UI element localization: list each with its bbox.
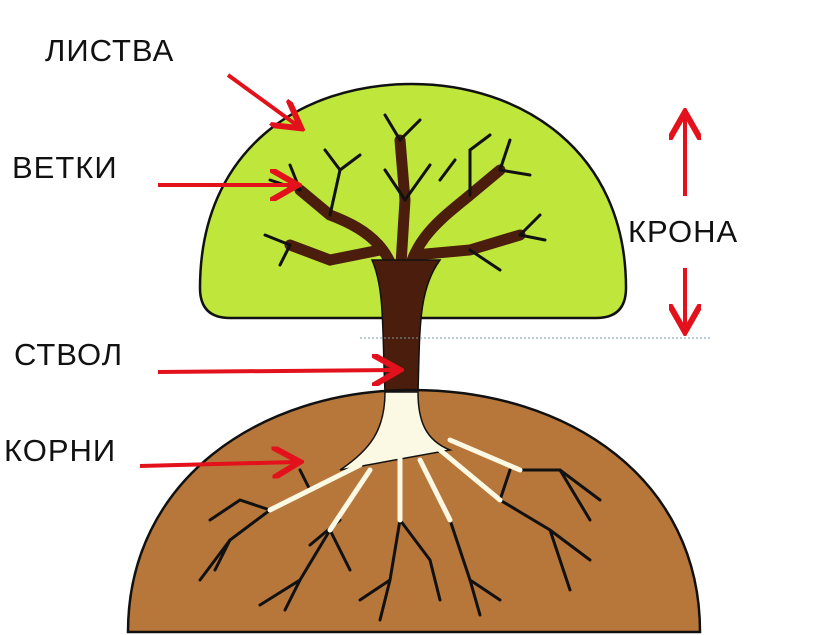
foliage-crown	[198, 82, 628, 320]
label-crown: КРОНА	[628, 214, 739, 249]
label-roots: КОРНИ	[4, 433, 117, 468]
roots-arrow	[139, 462, 296, 466]
label-trunk: СТВОЛ	[14, 337, 124, 372]
pointer-arrows	[139, 73, 685, 466]
roots	[198, 391, 602, 622]
soil	[126, 388, 702, 634]
foliage-arrow	[226, 73, 298, 126]
label-foliage: ЛИСТВА	[45, 33, 175, 68]
trunk-arrow	[157, 370, 396, 372]
label-branches: ВЕТКИ	[12, 150, 118, 185]
trunk	[370, 259, 442, 393]
branches	[263, 113, 547, 306]
